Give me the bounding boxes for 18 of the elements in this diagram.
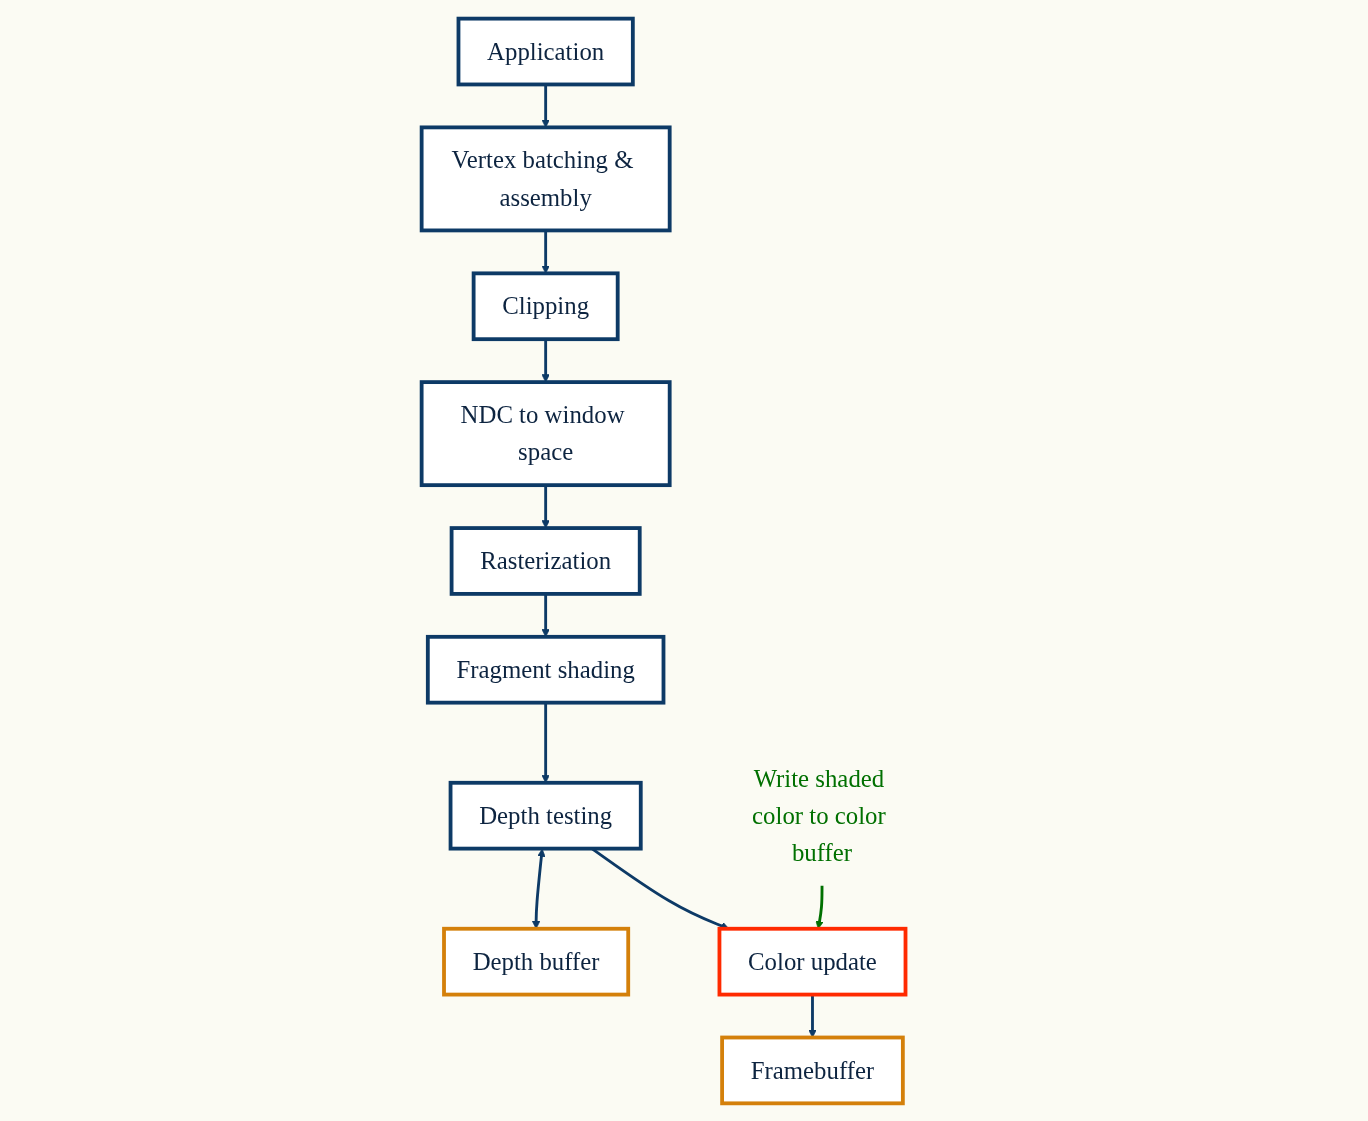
node-box: NDC to window space bbox=[419, 379, 672, 487]
node-box: Rasterization bbox=[449, 525, 642, 596]
node-box: Depth testing bbox=[448, 780, 643, 851]
node-box: Clipping bbox=[471, 270, 620, 341]
node-box: Depth buffer bbox=[442, 926, 631, 996]
arrow bbox=[532, 848, 546, 929]
arrow bbox=[541, 484, 550, 528]
arrow bbox=[541, 338, 550, 382]
arrow bbox=[808, 994, 817, 1038]
node-text: Write shaded color to color buffer bbox=[752, 764, 886, 867]
arrow bbox=[541, 702, 550, 783]
node-box: Application bbox=[456, 16, 635, 86]
node-box: Vertex batching & assembly bbox=[419, 125, 672, 232]
arrow bbox=[815, 885, 824, 929]
node-box: Framebuffer bbox=[720, 1035, 905, 1105]
arrow bbox=[541, 593, 550, 637]
node-box: Fragment shading bbox=[426, 634, 666, 705]
node-box: Color update bbox=[717, 926, 908, 996]
